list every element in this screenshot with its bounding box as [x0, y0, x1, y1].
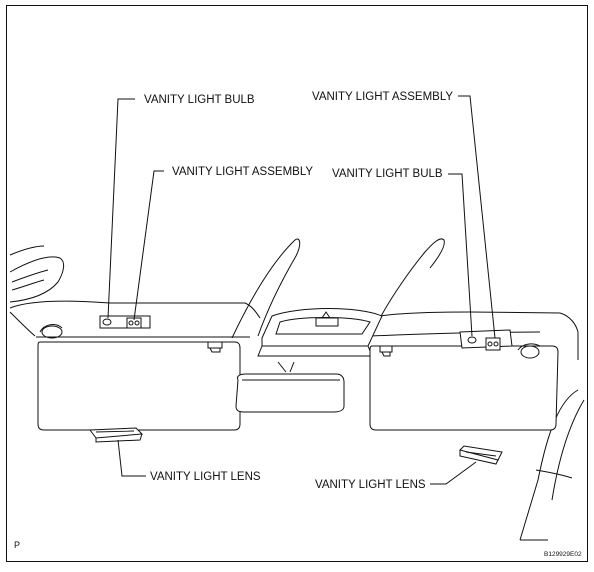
right-vanity-lens-icon [459, 445, 503, 465]
border [6, 5, 588, 562]
windshield-lines [231, 238, 445, 339]
label-right-vanity-light-assembly: VANITY LIGHT ASSEMBLY [312, 91, 453, 103]
overhead-console [257, 308, 383, 357]
label-left-vanity-light-bulb: VANITY LIGHT BULB [144, 94, 255, 106]
figure-code: B129929E02 [544, 551, 582, 558]
left-bulb-icon [102, 318, 112, 326]
right-vanity-light-assembly [459, 329, 513, 351]
right-sun-visor [369, 343, 559, 431]
label-right-vanity-light-lens: VANITY LIGHT LENS [315, 479, 426, 491]
page-mark: P [14, 540, 20, 550]
leader-lines [107, 95, 496, 485]
left-vanity-lens-icon [89, 427, 144, 443]
left-vanity-light-assembly [99, 315, 151, 329]
label-right-vanity-light-bulb: VANITY LIGHT BULB [332, 168, 443, 180]
left-pillar [9, 245, 65, 303]
right-bulb-icon [467, 336, 477, 344]
left-sun-visor [37, 324, 241, 431]
label-left-vanity-light-lens: VANITY LIGHT LENS [150, 471, 261, 483]
rear-view-mirror [235, 361, 345, 413]
headliner [9, 300, 579, 360]
label-left-vanity-light-assembly: VANITY LIGHT ASSEMBLY [172, 166, 313, 178]
